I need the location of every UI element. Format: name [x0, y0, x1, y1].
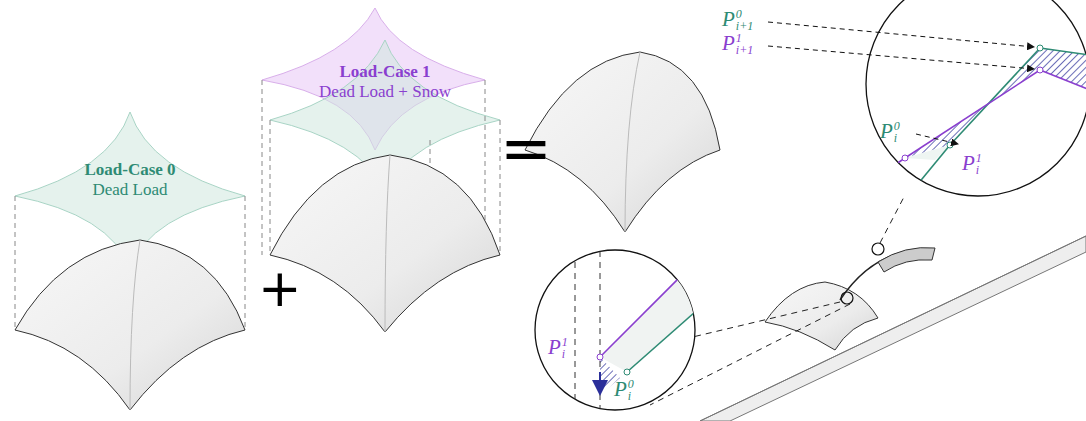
point-label: P1i	[548, 336, 568, 360]
node-index: i+1	[736, 44, 753, 56]
point-symbol: P	[722, 31, 735, 55]
node-index: i	[894, 132, 900, 144]
index-stack: 0i+1	[736, 8, 753, 32]
index-stack: 0i	[628, 378, 634, 402]
load-case-index: 1	[562, 336, 568, 348]
load-case-index: 0	[628, 378, 634, 390]
point-symbol: P	[962, 151, 975, 175]
index-stack: 1i+1	[736, 32, 753, 56]
point-symbol: P	[880, 119, 893, 143]
node-index: i	[628, 390, 634, 402]
case-title: Load-Case 1	[319, 62, 451, 82]
point-label: P0i	[614, 378, 634, 402]
plus-sign: +	[258, 262, 302, 314]
case-title: Load-Case 0	[84, 160, 175, 180]
load-case-index: 1	[976, 152, 982, 164]
load-case-label: Load-Case 0Dead Load	[84, 160, 175, 200]
load-case-index: 0	[736, 8, 753, 20]
load-case-index: 1	[736, 32, 753, 44]
point-symbol: P	[722, 7, 735, 31]
point-label: P0i	[880, 120, 900, 144]
point-label: P1i	[962, 152, 982, 176]
equals-sign: =	[500, 118, 552, 180]
case-description: Dead Load	[84, 180, 175, 200]
point-label: P0i+1	[722, 8, 753, 32]
node-index: i+1	[736, 20, 753, 32]
case-description: Dead Load + Snow	[319, 82, 451, 102]
node-index: i	[562, 348, 568, 360]
load-case-label: Load-Case 1Dead Load + Snow	[319, 62, 451, 102]
point-symbol: P	[548, 335, 561, 359]
node-index: i	[976, 164, 982, 176]
vault-shell	[15, 52, 878, 410]
load-case-index: 0	[894, 120, 900, 132]
index-stack: 0i	[894, 120, 900, 144]
index-stack: 1i	[976, 152, 982, 176]
point-symbol: P	[614, 377, 627, 401]
point-label: P1i+1	[722, 32, 753, 56]
index-stack: 1i	[562, 336, 568, 360]
